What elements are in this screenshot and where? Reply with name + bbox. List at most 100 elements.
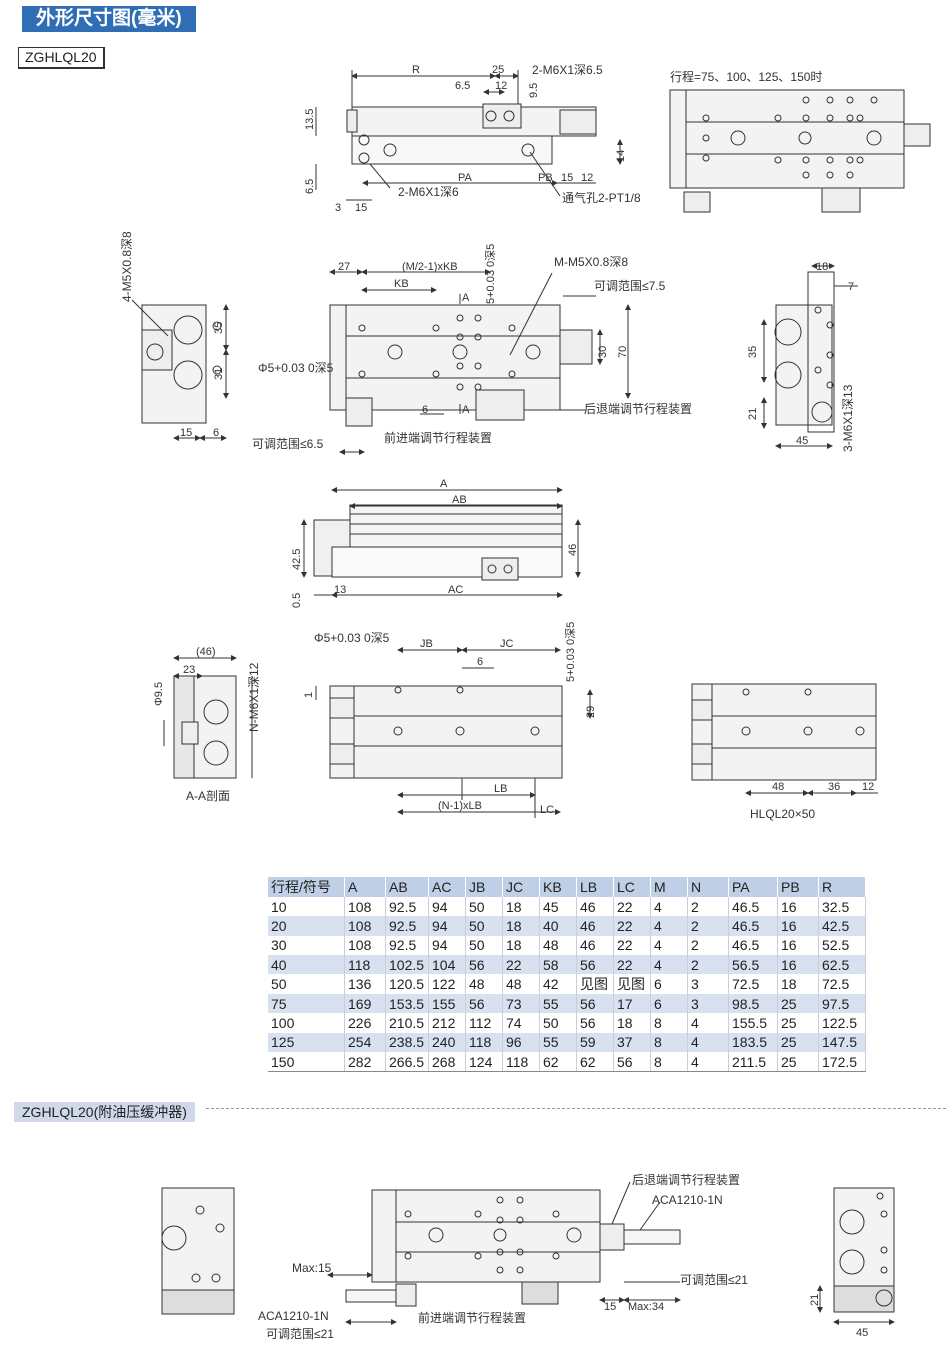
- note-s2-adj21b: 可调范围≤21: [266, 1327, 334, 1341]
- table-cell: 102.5: [385, 954, 429, 975]
- table-cell: 55: [539, 994, 577, 1014]
- table-header-cell: KB: [539, 877, 577, 897]
- table-cell: 2: [687, 935, 729, 955]
- table-cell: 73: [502, 994, 540, 1014]
- table-cell: 20: [268, 916, 345, 936]
- table-cell: 210.5: [385, 1013, 429, 1033]
- note-rear-adjust: 后退端调节行程装置: [584, 401, 692, 416]
- dim-s2-21: 21: [809, 1294, 821, 1306]
- section-mark-A-bottom: A: [462, 404, 470, 416]
- table-cell: 72.5: [818, 974, 866, 995]
- table-cell: 155: [428, 994, 466, 1014]
- dim-PB: PB: [538, 172, 553, 184]
- table-cell: 94: [428, 897, 466, 917]
- note-m6-depth6: 2-M6X1深6: [398, 185, 459, 199]
- table-cell: 48: [465, 974, 503, 995]
- table-cell: 25: [777, 994, 819, 1014]
- table-cell: 18: [502, 916, 540, 936]
- table-cell: 22: [502, 954, 540, 975]
- table-cell: 见图: [576, 974, 614, 995]
- dim-m2kb: (M/2-1)xKB: [402, 261, 458, 273]
- dim-right-45: 45: [796, 435, 808, 447]
- table-cell: 240: [428, 1032, 466, 1053]
- dim-JC: JC: [500, 638, 514, 650]
- table-cell: 18: [777, 974, 819, 995]
- table-cell: 169: [344, 994, 386, 1014]
- table-cell: 3: [687, 994, 729, 1014]
- dim-15b: 15: [561, 172, 573, 184]
- table-cell: 153.5: [385, 994, 429, 1014]
- table-cell: 25: [777, 1052, 819, 1073]
- note-left-m5: 4-M5X0.8深8: [120, 231, 134, 302]
- table-cell: 22: [613, 935, 651, 955]
- dim-bottom-tol: 5+0.03 0深5: [564, 622, 577, 682]
- table-cell: 56: [465, 994, 503, 1014]
- table-cell: 100: [268, 1013, 345, 1033]
- dim-s2-45: 45: [856, 1327, 868, 1339]
- dim-nlb: (N-1)xLB: [438, 800, 482, 812]
- note-vent: 通气孔2-PT1/8: [562, 190, 641, 205]
- dim-27: 27: [338, 261, 350, 273]
- table-cell: 125: [268, 1032, 345, 1053]
- table-cell: 56: [465, 954, 503, 975]
- section-label: A-A剖面: [186, 789, 230, 803]
- table-cell: 56: [576, 954, 614, 975]
- table-cell: 226: [344, 1013, 386, 1033]
- table-cell: 104: [428, 954, 466, 975]
- section2-right-view-drawing: [817, 1187, 895, 1325]
- table-cell: 16: [777, 935, 819, 955]
- table-cell: 4: [650, 916, 688, 936]
- dim-bottom-1: 1: [303, 692, 315, 698]
- note-right-m6: 3-M6X1深13: [841, 384, 855, 452]
- table-cell: 4: [687, 1013, 729, 1033]
- top-right-plate-drawing: [669, 89, 931, 213]
- right-end-view-drawing: [761, 263, 858, 449]
- table-cell: 124: [465, 1052, 503, 1073]
- table-cell: 40: [539, 916, 577, 936]
- table-cell: 22: [613, 954, 651, 975]
- note-front-adjust: 前进端调节行程装置: [384, 430, 492, 445]
- dim-23: 23: [183, 664, 195, 676]
- table-cell: 52.5: [818, 935, 866, 955]
- dim-0-5: 0.5: [291, 593, 303, 608]
- table-cell: 4: [687, 1032, 729, 1053]
- dim-13: 13: [334, 584, 346, 596]
- table-cell: 136: [344, 974, 386, 995]
- dim-right-18: 18: [816, 261, 828, 273]
- page-title: 外形尺寸图(毫米): [22, 6, 196, 32]
- table-cell: 62: [539, 1052, 577, 1073]
- table-cell: 282: [344, 1052, 386, 1073]
- hlql-label: HLQL20×50: [750, 807, 815, 821]
- table-cell: 155.5: [728, 1013, 778, 1033]
- table-cell: 211.5: [728, 1052, 778, 1073]
- dim-right-7: 7: [848, 281, 854, 293]
- table-cell: 48: [539, 935, 577, 955]
- table-cell: 150: [268, 1052, 345, 1073]
- table-cell: 122.5: [818, 1013, 866, 1033]
- table-cell: 108: [344, 935, 386, 955]
- dim-tol-5-top: 5+0.03 0深5: [484, 244, 497, 304]
- stroke-note: 行程=75、100、125、150时: [670, 69, 822, 84]
- table-cell: 16: [777, 897, 819, 917]
- table-cell: 46.5: [728, 897, 778, 917]
- dim-A: A: [440, 478, 448, 490]
- table-header-cell: A: [344, 877, 386, 897]
- table-cell: 266.5: [385, 1052, 429, 1073]
- table-cell: 96: [502, 1032, 540, 1053]
- table-cell: 22: [613, 916, 651, 936]
- table-cell: 25: [777, 1013, 819, 1033]
- dim-PA: PA: [458, 172, 473, 184]
- note-s2-rear: 后退端调节行程装置: [632, 1172, 740, 1187]
- table-cell: 108: [344, 897, 386, 917]
- table-cell: 183.5: [728, 1032, 778, 1053]
- dim-left-35: 35: [213, 322, 225, 334]
- dim-left-31: 31: [213, 368, 225, 380]
- table-cell: 16: [777, 954, 819, 975]
- table-header-cell: LB: [576, 877, 614, 897]
- table-cell: 94: [428, 935, 466, 955]
- note-s2-max15: Max:15: [292, 1261, 332, 1275]
- table-header-cell: M: [650, 877, 688, 897]
- table-cell: 45: [539, 897, 577, 917]
